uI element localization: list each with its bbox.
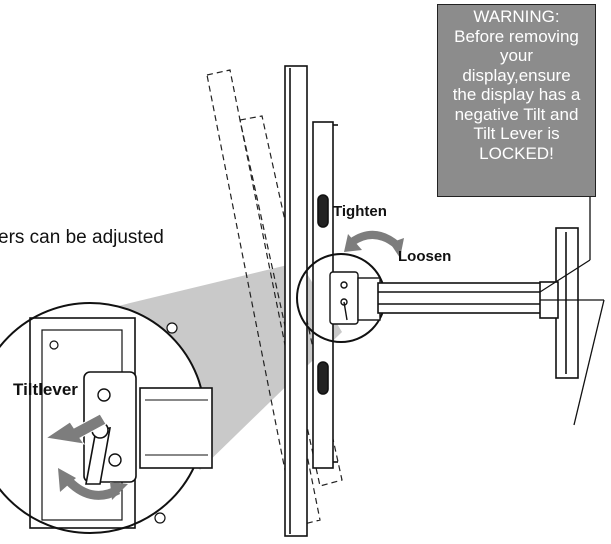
vertical-rail	[312, 121, 338, 469]
warning-line: Tilt Lever is	[473, 124, 560, 143]
warning-box: WARNING: Before removing your display,en…	[437, 4, 596, 197]
warning-line: LOCKED!	[479, 143, 554, 163]
warning-line: WARNING:	[473, 7, 560, 26]
warning-line: Before removing	[454, 26, 579, 46]
loosen-label: Loosen	[398, 248, 452, 265]
warning-line: negative Tilt and	[454, 104, 579, 124]
wall-plate	[284, 65, 308, 537]
adjust-caption: ers can be adjusted	[0, 227, 164, 248]
hinge-block	[329, 271, 381, 325]
zoom-detail	[0, 302, 213, 534]
tighten-label: Tighten	[333, 203, 387, 220]
warning-line: your	[499, 46, 534, 65]
warning-line: the display has a	[452, 85, 581, 104]
warning-line: display,ensure	[462, 65, 571, 85]
tilt-lever-label: Tiltlever	[13, 380, 78, 399]
tighten-loosen-arrow	[344, 231, 404, 258]
wall-bracket	[539, 227, 579, 379]
extension-arm	[377, 282, 544, 314]
